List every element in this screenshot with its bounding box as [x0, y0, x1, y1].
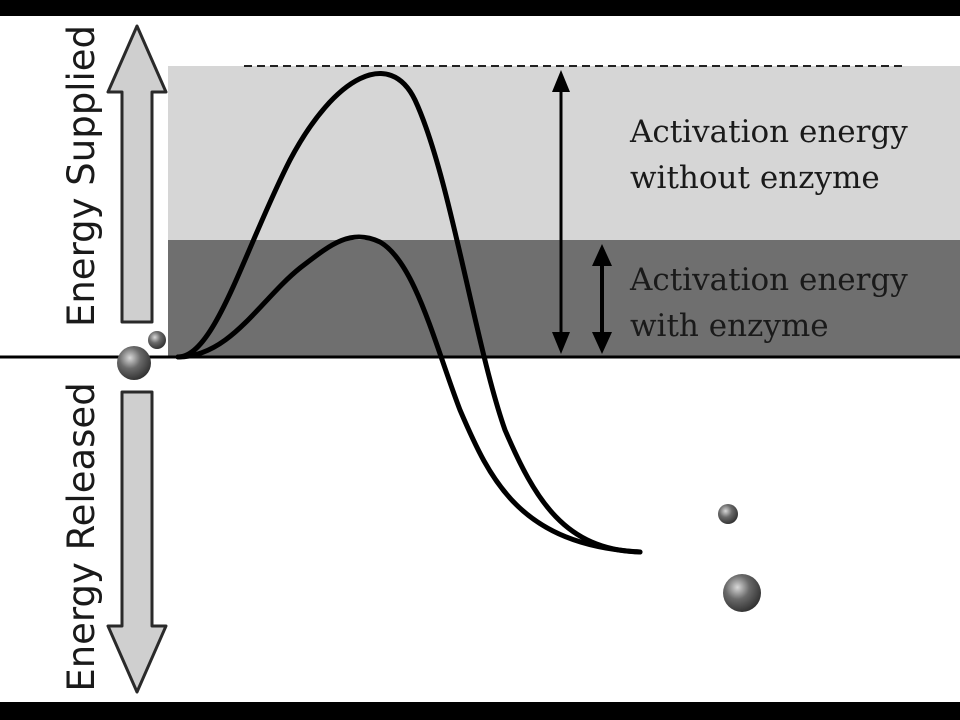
molecule-icon [148, 331, 166, 349]
curve-with-enzyme [175, 234, 643, 555]
molecule-icon [718, 504, 738, 524]
energy-released-arrow-icon [106, 390, 168, 694]
arrowhead-down-icon [552, 332, 570, 354]
energy-supplied-label: Energy Supplied [60, 25, 103, 327]
molecule-icon [117, 346, 151, 380]
with-enzyme-label-line2: with enzyme [630, 308, 829, 344]
band-activation-without-enzyme [168, 66, 960, 240]
with-enzyme-label-line1: Activation energy [629, 262, 908, 298]
curve-without-enzyme [175, 71, 643, 555]
without-enzyme-label-line1: Activation energy [629, 114, 908, 150]
energy-supplied-arrow-icon [106, 24, 168, 324]
arrowhead-up-icon [552, 70, 570, 92]
without-enzyme-label-line2: without enzyme [630, 160, 880, 196]
molecule-icon [723, 574, 761, 612]
arrowhead-down-icon [592, 332, 612, 354]
arrowhead-up-icon [592, 244, 612, 266]
energy-released-label: Energy Released [60, 382, 103, 691]
